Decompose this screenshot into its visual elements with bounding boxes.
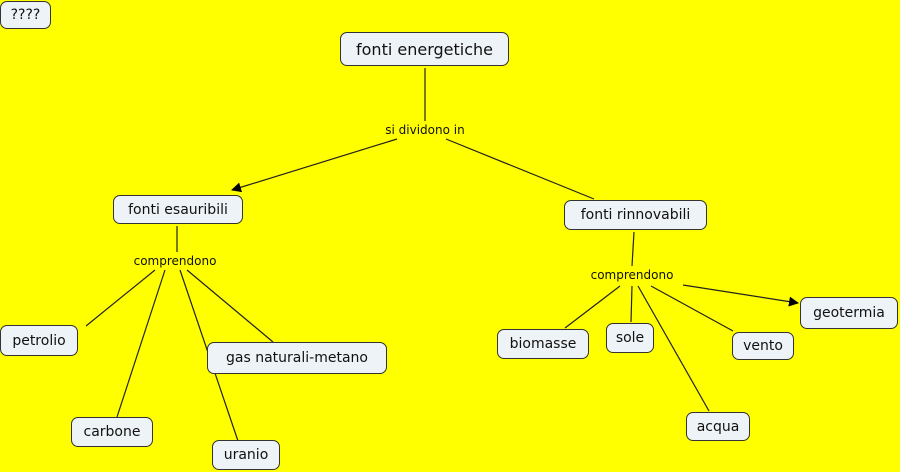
concept-fonti-energetiche[interactable]: fonti energetiche [340, 32, 509, 66]
concept-biomasse[interactable]: biomasse [497, 329, 589, 359]
corner-node[interactable]: ???? [0, 1, 51, 29]
line-to-rinnovabili [445, 138, 595, 200]
link-label-comprendono-esauribili[interactable]: comprendono [131, 254, 219, 268]
concept-geotermia[interactable]: geotermia [800, 297, 898, 329]
link-label-comprendono-rinnovabili[interactable]: comprendono [588, 268, 676, 282]
concept-vento[interactable]: vento [732, 332, 794, 360]
concept-uranio[interactable]: uranio [212, 440, 280, 470]
concept-fonti-esauribili[interactable]: fonti esauribili [113, 195, 243, 224]
concept-sole[interactable]: sole [606, 323, 654, 353]
concept-fonti-rinnovabili[interactable]: fonti rinnovabili [564, 200, 707, 230]
arrow-to-esauribili [231, 138, 398, 193]
concept-acqua[interactable]: acqua [686, 412, 750, 441]
concept-carbone[interactable]: carbone [71, 417, 153, 447]
concept-petrolio[interactable]: petrolio [0, 325, 78, 356]
concept-gas-naturali-metano[interactable]: gas naturali-metano [207, 342, 387, 374]
link-label-si-dividono-in[interactable]: si dividono in [383, 123, 467, 137]
